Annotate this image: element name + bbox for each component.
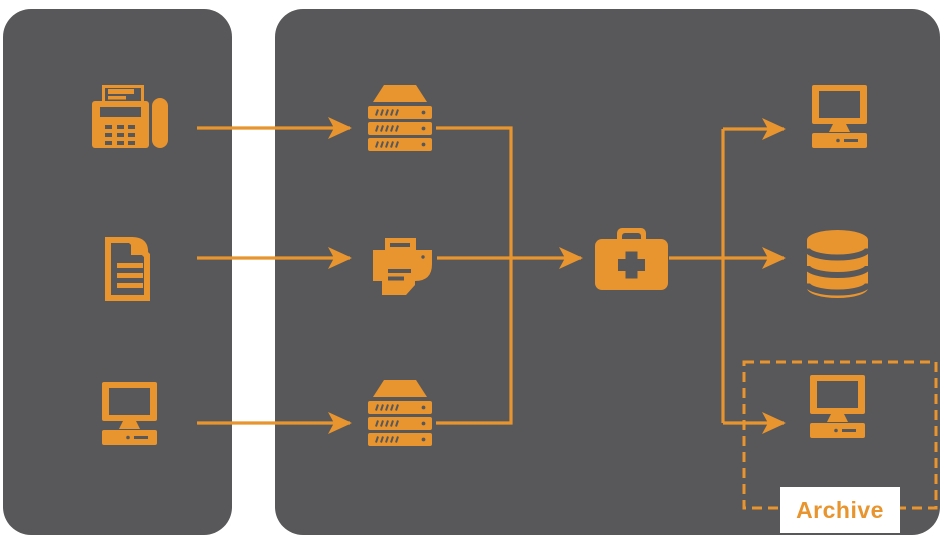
desktop-computer-icon: [812, 85, 867, 148]
fax-icon: [92, 85, 168, 148]
server-icon: [367, 379, 433, 447]
connector-servers-trunk: [436, 126, 513, 425]
briefcase-plus-icon: [595, 228, 668, 290]
database-icon: [807, 230, 868, 298]
desktop-computer-icon: [102, 382, 157, 445]
server-icon: [367, 84, 433, 152]
desktop-computer-icon: [810, 375, 865, 438]
printer-icon: [373, 238, 432, 295]
document-icon: [105, 237, 150, 301]
archive-label: Archive: [780, 487, 900, 533]
